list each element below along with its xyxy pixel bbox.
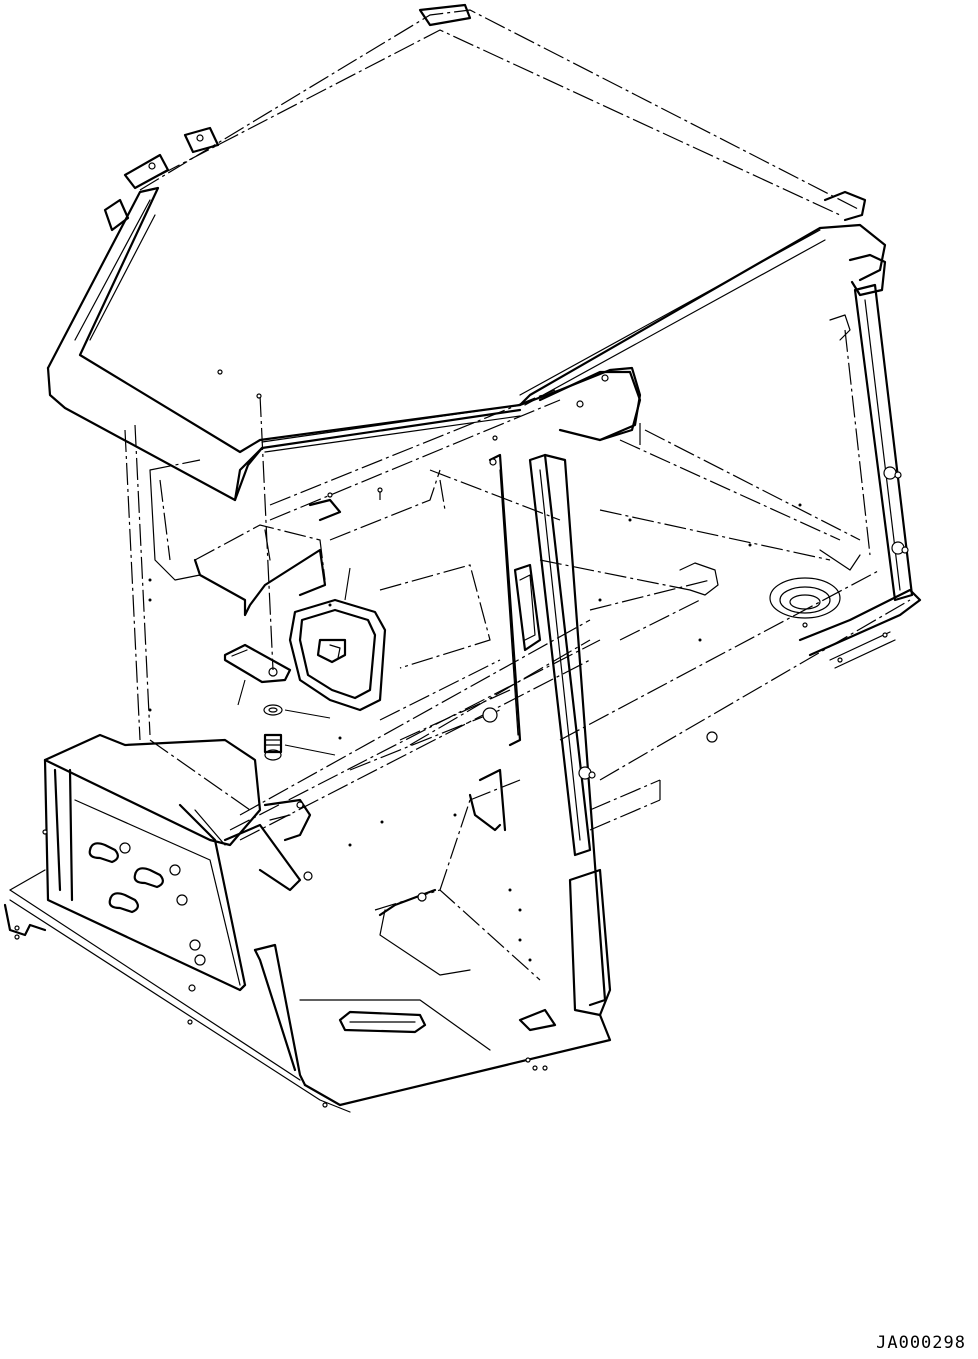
fastener-parts: [223, 393, 351, 761]
side-console: [43, 733, 312, 992]
roof-panel: [46, 3, 887, 502]
frame-bolts: [14, 369, 909, 1108]
rear-box-frame: [193, 469, 841, 771]
grommet-cover: [288, 598, 387, 712]
drawing-code-label: JA000298: [876, 1333, 966, 1353]
rivet-dots: [148, 503, 802, 962]
front-gusset: [253, 768, 557, 1087]
cab-frame: [3, 283, 922, 1113]
